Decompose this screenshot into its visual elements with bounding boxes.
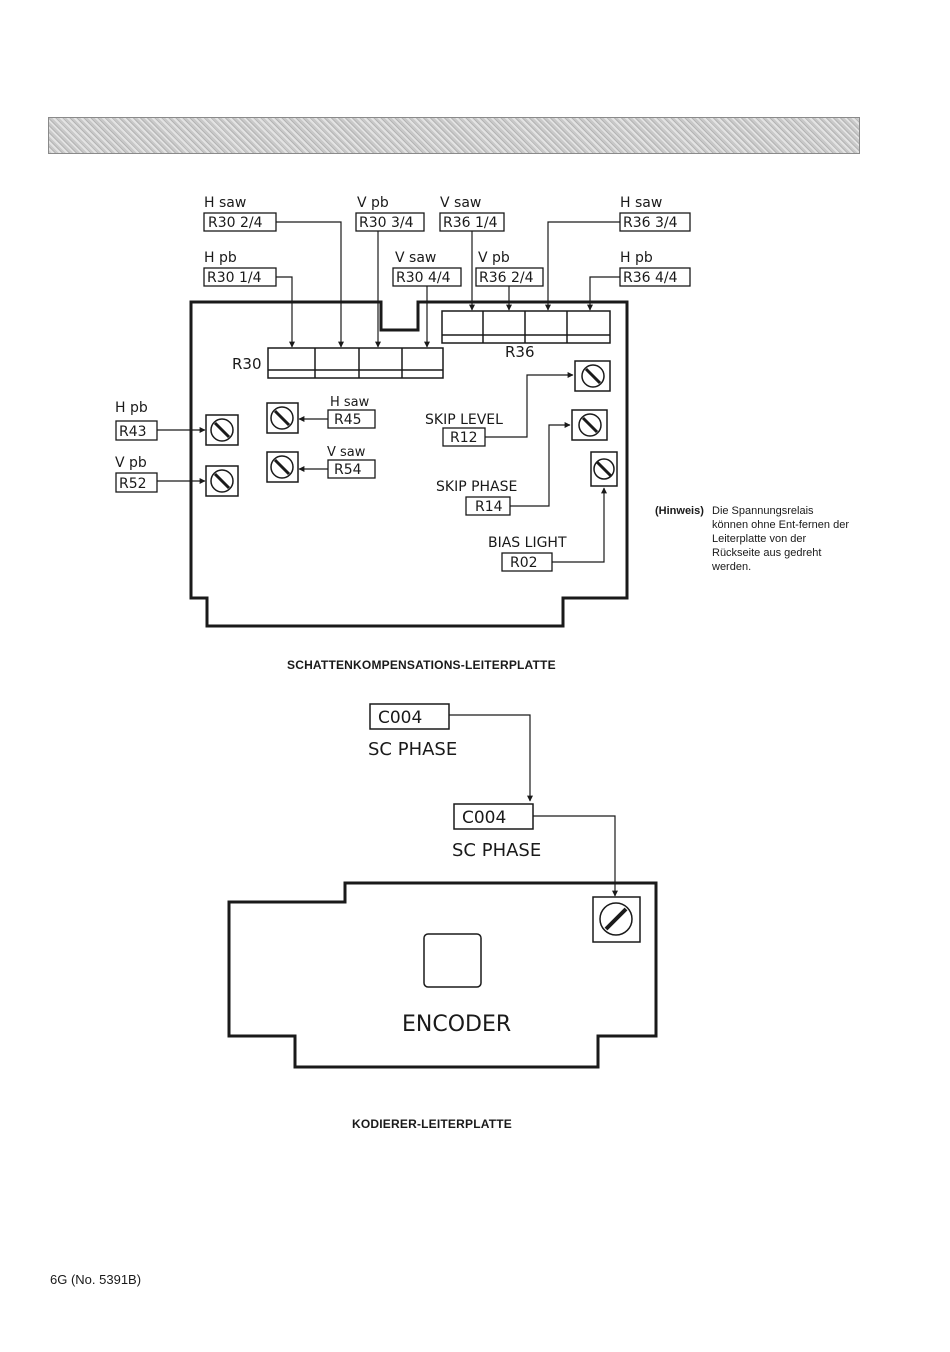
- ref-r30-44: R30 4/4: [396, 270, 451, 286]
- func-r30-44: V saw: [395, 250, 436, 266]
- ref-r36-24: R36 2/4: [479, 270, 534, 286]
- ref-r30-14: R30 1/4: [207, 270, 262, 286]
- ref-r54: R54: [334, 462, 362, 478]
- footer-page-ref: 6G (No. 5391B): [50, 1272, 142, 1287]
- note-text: Die Spannungsrelais können ohne Ent-fern…: [712, 505, 849, 573]
- func-r30-24: H saw: [204, 195, 246, 211]
- r36-label: R36: [505, 343, 535, 361]
- func-r02: BIAS LIGHT: [488, 535, 567, 551]
- trimmer-r02-icon: [590, 451, 618, 487]
- trimmer-r43-icon: [205, 414, 239, 446]
- func-r36-14: V saw: [440, 195, 481, 211]
- trimmer-c004-icon: [592, 896, 641, 943]
- note: (Hinweis) Die Spannungsrelais können ohn…: [655, 504, 855, 573]
- ref-r14: R14: [475, 499, 503, 515]
- encoder-board: [227, 881, 658, 1069]
- ref-r36-34: R36 3/4: [623, 215, 678, 231]
- encoder-func-2: SC PHASE: [452, 840, 541, 861]
- ref-r43: R43: [119, 424, 147, 440]
- encoder-ref-1: C004: [378, 708, 422, 728]
- shading-board: [189, 300, 629, 628]
- func-r54: V saw: [327, 445, 366, 460]
- trimmer-r12-icon: [574, 360, 611, 392]
- ref-r36-44: R36 4/4: [623, 270, 678, 286]
- func-r43: H pb: [115, 400, 148, 416]
- r36-block: [441, 310, 611, 344]
- ref-r30-24: R30 2/4: [208, 215, 263, 231]
- func-r45: H saw: [330, 395, 370, 410]
- trimmer-r14-icon: [571, 409, 608, 441]
- encoder-ref-2: C004: [462, 808, 506, 828]
- func-r30-14: H pb: [204, 250, 237, 266]
- ref-r36-14: R36 1/4: [443, 215, 498, 231]
- header-band: [48, 117, 860, 154]
- shading-board-caption: SCHATTENKOMPENSATIONS-LEITERPLATTE: [287, 658, 556, 672]
- trimmer-r52-icon: [205, 465, 239, 497]
- encoder-func-1: SC PHASE: [368, 739, 457, 760]
- func-r36-34: H saw: [620, 195, 662, 211]
- func-r36-24: V pb: [478, 250, 510, 266]
- encoder-chip: [423, 933, 482, 988]
- encoder-board-caption: KODIERER-LEITERPLATTE: [352, 1117, 512, 1131]
- trimmer-icons: [205, 360, 618, 497]
- ref-r52: R52: [119, 476, 147, 492]
- func-r14: SKIP PHASE: [436, 479, 517, 495]
- ref-r02: R02: [510, 555, 538, 571]
- func-r36-44: H pb: [620, 250, 653, 266]
- func-r12: SKIP LEVEL: [425, 412, 503, 428]
- ref-r30-34: R30 3/4: [359, 215, 414, 231]
- r30-label: R30: [232, 355, 262, 373]
- note-label: (Hinweis): [655, 505, 704, 517]
- encoder-board-label: ENCODER: [402, 1012, 511, 1037]
- ref-r12: R12: [450, 430, 478, 446]
- trimmer-r54-icon: [266, 451, 299, 483]
- ref-r45: R45: [334, 412, 362, 428]
- func-r52: V pb: [115, 455, 147, 471]
- trimmer-r45-icon: [266, 402, 299, 434]
- r30-block: [267, 347, 444, 379]
- func-r30-34: V pb: [357, 195, 389, 211]
